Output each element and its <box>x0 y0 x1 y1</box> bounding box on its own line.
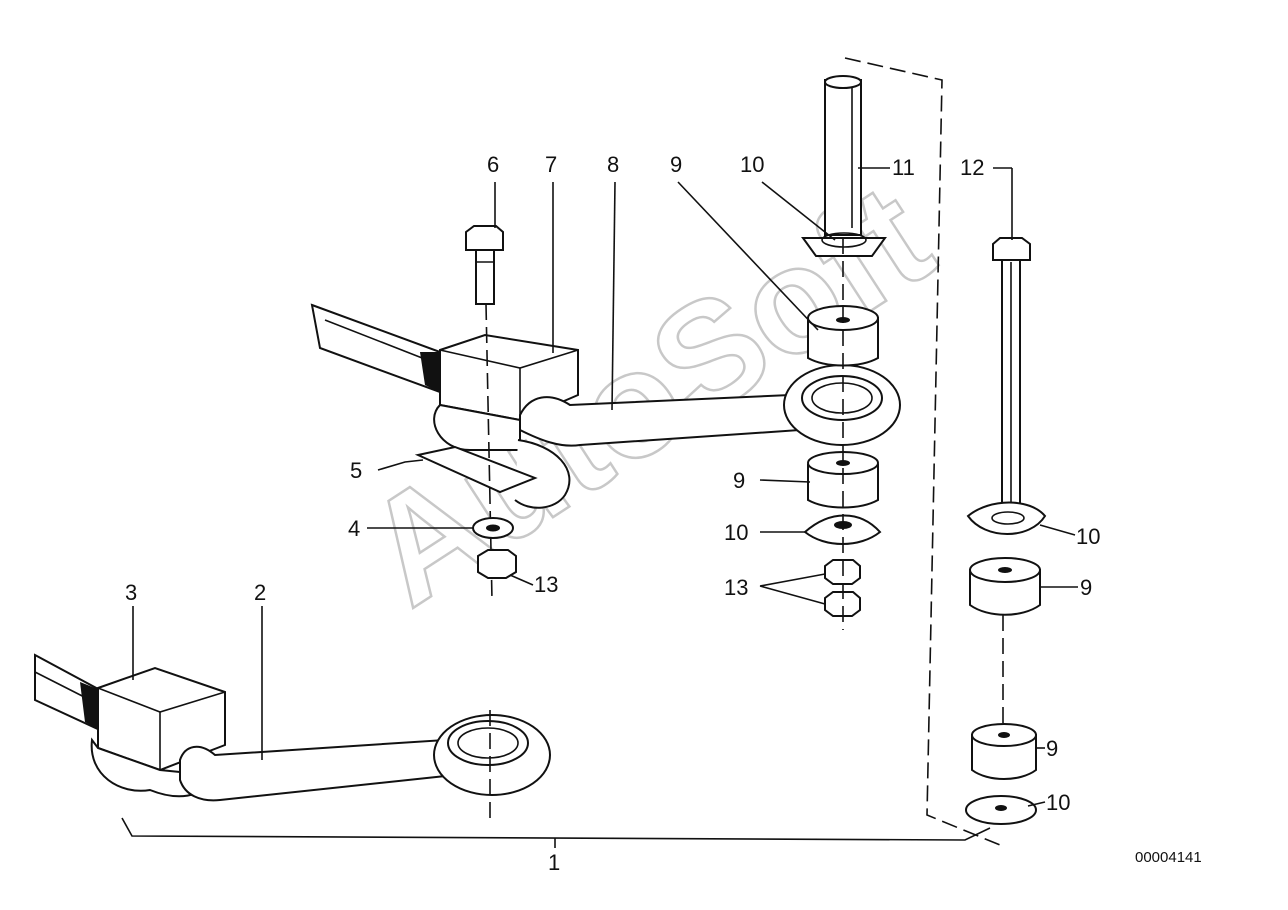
callout-11: 11 <box>892 155 915 180</box>
callout-9-right-bottom: 9 <box>1046 736 1058 761</box>
callout-3: 3 <box>125 580 137 605</box>
bolt-12 <box>992 237 1031 511</box>
stabilizer-bar-lower <box>34 653 551 802</box>
callout-10-mid: 10 <box>724 520 748 545</box>
cup-washer-10-top <box>801 232 887 257</box>
callout-7: 7 <box>545 152 557 177</box>
callout-9-top: 9 <box>670 152 682 177</box>
rubber-bushing-9-right-bottom <box>971 723 1037 780</box>
sleeve-11 <box>824 75 862 236</box>
nut-13-right-b <box>824 591 861 617</box>
callout-5: 5 <box>350 458 362 483</box>
callout-2: 2 <box>254 580 266 605</box>
washer-4 <box>472 517 514 539</box>
phantom-boundary <box>844 57 1001 846</box>
stabilizer-bar-upper <box>310 303 901 509</box>
callout-10-right-bottom: 10 <box>1046 790 1070 815</box>
callout-13-left: 13 <box>534 572 558 597</box>
callout-10-right-top: 10 <box>1076 524 1100 549</box>
callout-4: 4 <box>348 516 360 541</box>
leader-lines <box>132 167 1078 807</box>
callout-9-right-top: 9 <box>1080 575 1092 600</box>
washer-10-right-bottom <box>965 795 1037 825</box>
axis-line-6 <box>485 303 493 601</box>
callout-13-right: 13 <box>724 575 748 600</box>
reference-number: 00004141 <box>1135 849 1202 866</box>
rubber-bushing-9-right-top <box>969 557 1041 616</box>
callout-1: 1 <box>548 850 560 875</box>
callout-6: 6 <box>487 152 499 177</box>
callout-9-mid: 9 <box>733 468 745 493</box>
cup-washer-10-right-top <box>966 501 1047 535</box>
callout-12: 12 <box>960 155 984 180</box>
callout-10-top: 10 <box>740 152 764 177</box>
nut-13-left <box>477 549 517 579</box>
bolt-6 <box>465 225 504 305</box>
group-bracket-1 <box>121 817 991 841</box>
callout-8: 8 <box>607 152 619 177</box>
callout-labels: 1 2 3 4 5 6 7 8 9 9 9 9 10 10 10 10 11 1… <box>125 152 1100 875</box>
